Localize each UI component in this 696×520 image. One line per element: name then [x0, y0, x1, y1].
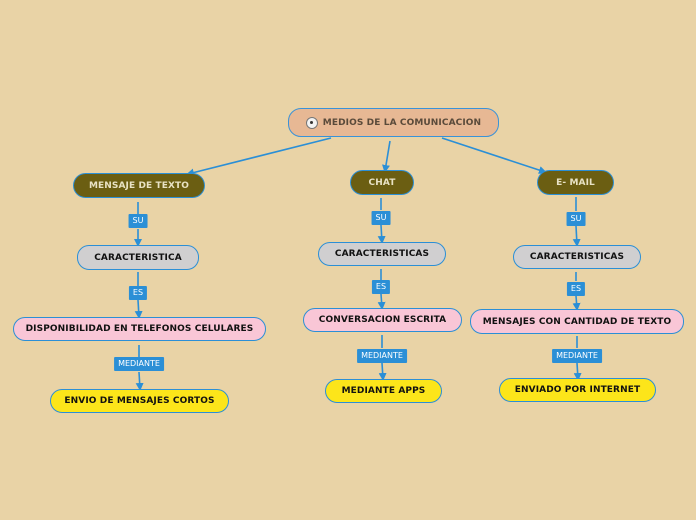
edge-root-chat [382, 140, 391, 173]
header-mensaje-de-texto[interactable]: MENSAJE DE TEXTO [73, 173, 205, 198]
edge-c3-f [573, 362, 582, 381]
caracteristicas-node[interactable]: CARACTERISTICAS [318, 242, 446, 266]
edge-c3-b [572, 225, 581, 247]
edge-root-email [441, 137, 547, 174]
edge-c2-b [377, 224, 386, 244]
node-label: CONVERSACION ESCRITA [318, 315, 447, 325]
link-label-es[interactable]: ES [566, 282, 586, 296]
node-label: ENVIO DE MENSAJES CORTOS [64, 396, 215, 406]
caracteristica-node[interactable]: CARACTERISTICA [77, 245, 199, 270]
envio-mensajes-node[interactable]: ENVIO DE MENSAJES CORTOS [50, 389, 229, 413]
header-email[interactable]: E- MAIL [537, 170, 614, 195]
mediante-apps-node[interactable]: MEDIANTE APPS [325, 379, 442, 403]
node-label: ENVIADO POR INTERNET [514, 385, 641, 395]
header-label: E- MAIL [556, 177, 595, 188]
edge-c2-f [378, 362, 387, 381]
node-label: MENSAJES CON CANTIDAD DE TEXTO [482, 316, 672, 327]
link-label-mediante[interactable]: MEDIANTE [114, 357, 164, 371]
root-label: MEDIOS DE LA COMUNICACION [322, 117, 482, 128]
link-label-su[interactable]: SU [128, 214, 148, 228]
conversacion-node[interactable]: CONVERSACION ESCRITA [303, 308, 462, 332]
caracteristicas-node[interactable]: CARACTERISTICAS [513, 245, 641, 269]
cd-icon [305, 116, 318, 129]
link-label-mediante[interactable]: MEDIANTE [357, 349, 407, 363]
link-label-mediante[interactable]: MEDIANTE [552, 349, 602, 363]
edge-c3-d [572, 295, 581, 311]
link-label-su[interactable]: SU [371, 211, 391, 225]
edge-c1-d [134, 299, 143, 319]
edge-c1-f [135, 371, 144, 391]
root-node[interactable]: MEDIOS DE LA COMUNICACION [288, 108, 499, 137]
link-label-es[interactable]: ES [128, 286, 148, 300]
edge-root-mensaje [186, 137, 332, 177]
disponibilidad-node[interactable]: DISPONIBILIDAD EN TELEFONOS CELULARES [13, 317, 266, 341]
node-label: CARACTERISTICAS [334, 249, 430, 259]
header-label: MENSAJE DE TEXTO [88, 180, 190, 191]
header-label: CHAT [368, 177, 396, 188]
link-label-es[interactable]: ES [371, 280, 391, 294]
node-label: CARACTERISTICA [94, 252, 182, 263]
node-label: MEDIANTE APPS [341, 386, 426, 396]
header-chat[interactable]: CHAT [350, 170, 414, 195]
node-label: DISPONIBILIDAD EN TELEFONOS CELULARES [25, 324, 254, 334]
mensajes-cantidad-node[interactable]: MENSAJES CON CANTIDAD DE TEXTO [470, 309, 684, 334]
node-label: CARACTERISTICAS [529, 252, 625, 262]
edge-c2-d [377, 293, 386, 310]
enviado-internet-node[interactable]: ENVIADO POR INTERNET [499, 378, 656, 402]
link-label-su[interactable]: SU [566, 212, 586, 226]
